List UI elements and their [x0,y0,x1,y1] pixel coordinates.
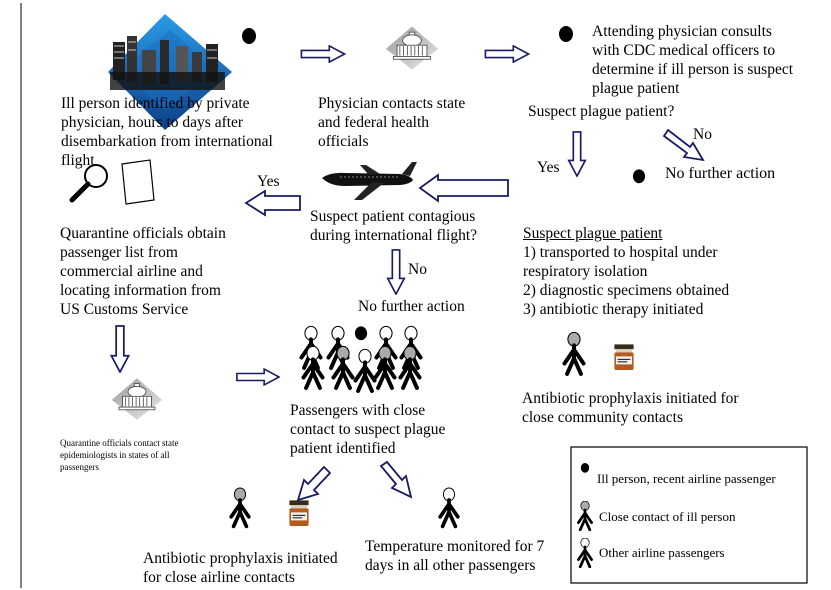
magnifying-glass-icon [69,164,108,203]
arrow-yes-to-suspect [567,131,587,177]
capitol-building-icon [385,26,439,70]
arrow-to-epidemiologists [110,325,130,373]
label-yes-2: Yes [257,173,280,190]
city-skyline-icon [108,14,232,130]
arrow-to-contagious-question [418,173,509,203]
person-ill-icon [238,28,260,76]
legend-ill: Ill person, recent airline passenger [597,471,776,486]
contagious-question: Suspect patient contagious during intern… [310,208,478,244]
capitol-building-icon [111,377,163,421]
passenger-crowd-icon [301,326,420,391]
quarantine-contact-epidemiologists: Quarantine officials contact state epide… [60,438,179,472]
arrow-to-temperature-monitor [379,460,413,499]
suspect-plague-box: Suspect plague patient 1) transported to… [523,225,730,318]
document-icon [121,159,155,205]
pill-bottle-icon [614,344,634,370]
legend-contact: Close contact of ill person [599,509,736,524]
suspect-plague-question: Suspect plague patient? [528,103,675,120]
legend-box [570,446,808,584]
label-no-2: No [408,261,427,278]
airplane-icon [322,162,417,200]
prophylaxis-airline: Antibiotic prophylaxis initiated for clo… [143,550,338,586]
legend-other: Other airline passengers [599,545,725,560]
arrow-no-further-action [662,128,705,162]
arrow-to-cdc [484,45,530,63]
person-other-icon [440,488,458,526]
no-further-action-1: No further action [665,165,776,182]
person-contact-icon [231,488,249,526]
step-contacts-officials: Physician contacts state and federal hea… [318,95,466,150]
prophylaxis-community: Antibiotic prophylaxis initiated for clo… [522,390,739,426]
step-identified: Ill person identified by private physici… [61,95,273,169]
pill-bottle-icon [289,500,309,526]
arrow-to-passengers [236,368,280,386]
arrow-to-airline-prophylaxis [296,465,332,502]
person-contact-icon [564,332,583,374]
step-quarantine-list: Quarantine officials obtain passenger li… [60,225,226,318]
passengers-identified: Passengers with close contact to suspect… [290,402,446,457]
arrow-no-further-action-2 [386,249,406,295]
no-further-action-2: No further action [358,298,465,315]
arrow-to-state-officials [300,45,346,63]
arrow-yes-to-quarantine [244,189,301,217]
label-yes-1: Yes [537,159,560,176]
step-consults-cdc: Attending physician consults with CDC me… [592,23,794,97]
person-ill-icon [629,169,649,211]
person-ill-icon [555,26,577,74]
temperature-monitored: Temperature monitored for 7 days in all … [365,538,545,574]
label-no-1: No [693,126,712,143]
